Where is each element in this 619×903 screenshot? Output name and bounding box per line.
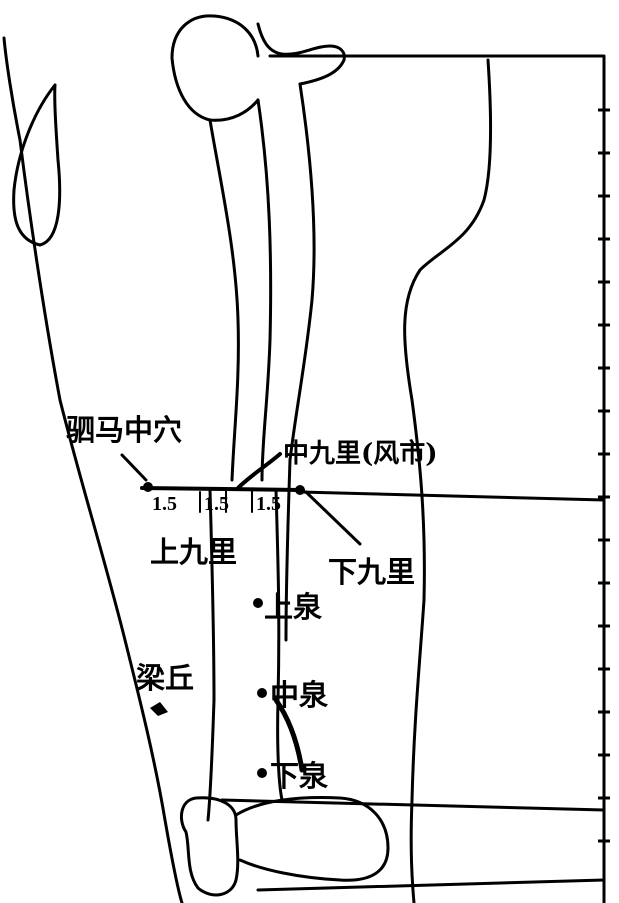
label-zhongjiuli: 中九里(风市) (283, 438, 438, 469)
point-liangqiu (150, 702, 168, 716)
label-xiajiuli: 下九里 (328, 555, 415, 589)
frame-lines (220, 54, 606, 903)
leader-lines (120, 452, 362, 773)
point-zhongjiuli (295, 485, 305, 495)
tick-marks (598, 108, 610, 843)
label-liangqiu: 梁丘 (136, 661, 194, 695)
measurement-2: 1.5 (204, 493, 229, 515)
leg-outline (2, 14, 493, 903)
label-shangjiuli: 上九里 (150, 535, 237, 569)
label-shangquan: 上泉 (264, 590, 323, 624)
label-xiaquan: 下泉 (270, 759, 329, 793)
labels: 驷马中穴 中九里(风市) 上九里 下九里 上泉 中泉 下泉 梁丘 1.5 1.5… (66, 413, 438, 793)
label-zhongquan: 中泉 (270, 678, 329, 712)
acupoint-markers (143, 482, 305, 778)
point-xiaquan (257, 768, 267, 778)
point-zhongquan (257, 688, 267, 698)
point-jumazhongxue (143, 482, 153, 492)
measurement-3: 1.5 (256, 493, 281, 515)
knee-shapes (179, 796, 390, 897)
point-shangquan (253, 598, 263, 608)
label-jumazhongxue: 驷马中穴 (66, 413, 182, 447)
measurement-1: 1.5 (152, 493, 177, 515)
